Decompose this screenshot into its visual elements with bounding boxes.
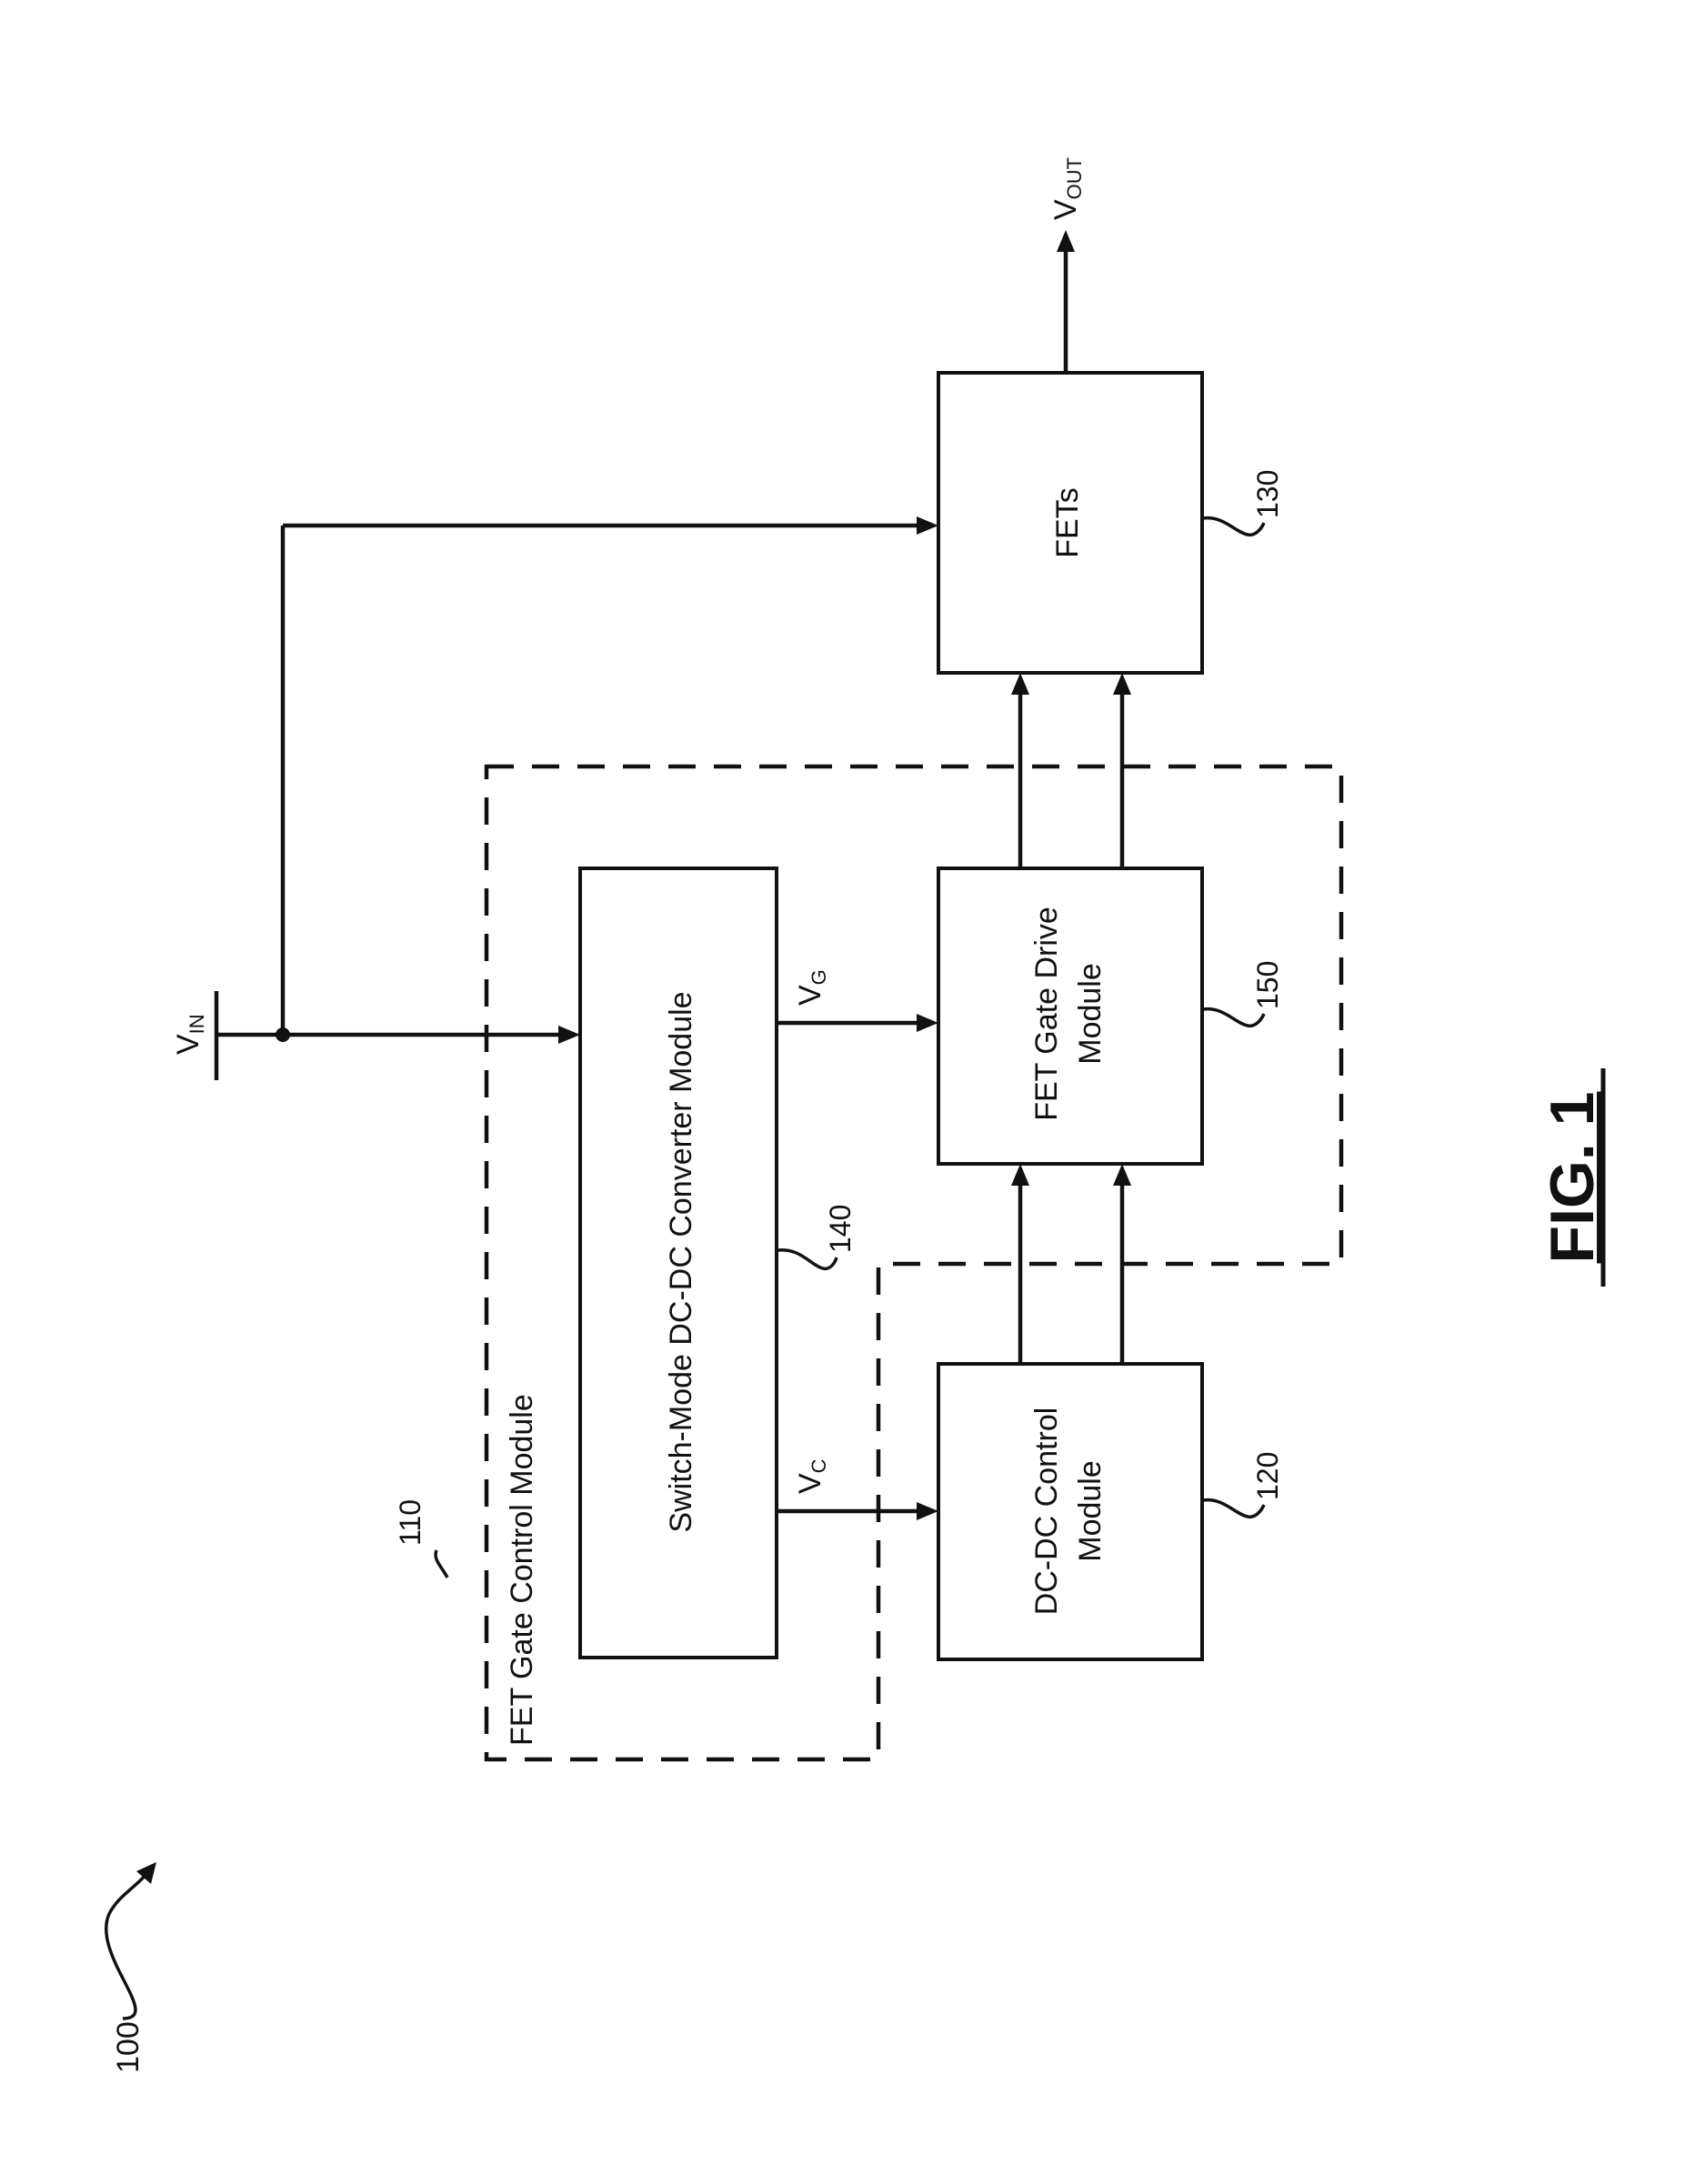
ref-130-leader (1203, 518, 1264, 536)
ref-100-leader (106, 1873, 147, 2019)
vc-label-sub: C (807, 1458, 830, 1473)
ref-100: 100 (111, 2021, 145, 2073)
vg-arrow (917, 1014, 938, 1032)
drive-to-fets-arrow-2 (1113, 673, 1131, 695)
vout-label: VOUT (1048, 157, 1086, 220)
ref-150-leader (1203, 1009, 1264, 1027)
vg-label: VG (793, 969, 830, 1006)
vin-to-converter-arrow (558, 1026, 580, 1044)
figure-caption: FIG. 1 (1538, 1092, 1607, 1264)
vg-label-sub: G (807, 969, 830, 985)
converter-label: Switch-Mode DC-DC Converter Module (664, 991, 698, 1532)
dcdc-control-block (938, 1364, 1202, 1659)
dcdc-control-label-line-2: Module (1073, 1460, 1108, 1562)
vout-label-sub: OUT (1063, 157, 1086, 199)
ref-120-leader (1203, 1500, 1264, 1518)
vin-label-sub: IN (186, 1014, 208, 1034)
vin-label-main: V (171, 1034, 206, 1055)
ref-130: 130 (1251, 470, 1284, 518)
vc-label: VC (793, 1458, 830, 1494)
vg-label-main: V (793, 985, 827, 1006)
vout-arrow (1057, 230, 1075, 252)
fet-gate-drive-block (938, 868, 1202, 1164)
dcdc-control-label-line-1: DC-DC Control (1029, 1408, 1064, 1616)
fet-gate-control-module-label: FET Gate Control Module (505, 1394, 539, 1746)
fets-label: FETs (1050, 487, 1085, 557)
drive-to-fets-arrow-1 (1011, 673, 1029, 695)
ref-140: 140 (824, 1205, 857, 1253)
vin-to-fets-arrow (917, 516, 938, 535)
ref-120: 120 (1251, 1452, 1284, 1500)
vout-label-main: V (1048, 199, 1083, 220)
vin-label: VIN (171, 1014, 208, 1055)
ref-110-leader (436, 1550, 447, 1578)
vc-arrow (917, 1502, 938, 1520)
gate-drive-label-line-2: Module (1073, 963, 1108, 1065)
gate-drive-label-line-1: FET Gate Drive (1029, 907, 1064, 1121)
control-to-drive-arrow-2 (1113, 1164, 1131, 1186)
ref-150: 150 (1251, 961, 1284, 1009)
control-to-drive-arrow-1 (1011, 1164, 1029, 1186)
vc-label-main: V (793, 1473, 827, 1494)
ref-110: 110 (394, 1499, 426, 1546)
